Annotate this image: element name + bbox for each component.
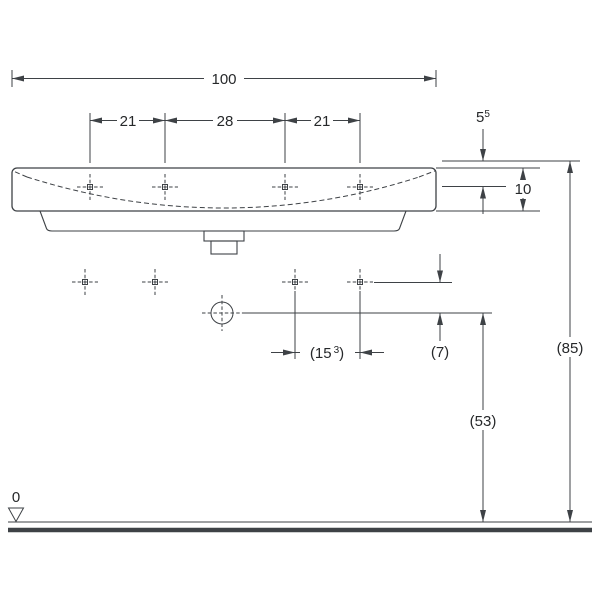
label-mask — [300, 343, 355, 361]
floor-datum: 0 — [7, 489, 592, 533]
dim-front-height: 10 — [510, 168, 536, 211]
dim-label-overall-width: 100 — [211, 71, 236, 88]
fixing-hole-crosshair-icon — [71, 268, 99, 296]
tap-hole-crosshair-icon — [271, 173, 299, 201]
basin-elevation — [11, 167, 437, 255]
label-mask — [311, 112, 333, 129]
dim-trap-height: (53) — [464, 313, 502, 522]
drain-body — [210, 240, 238, 255]
drain-flange — [203, 230, 245, 242]
basin-bowl-hidden-edge — [26, 176, 420, 209]
tap-holes — [76, 173, 374, 201]
fixing-hole-crosshair-icon — [141, 268, 169, 296]
basin-bowl-hidden-edge-left — [11, 170, 28, 178]
datum-zero-label: 0 — [12, 489, 20, 506]
dim-tap-spacings: 21 28 21 — [89, 112, 361, 163]
dim-overall-width: 100 — [11, 69, 437, 88]
basin-outline — [11, 167, 437, 212]
dim-label-fixing-to-trap: (7) — [431, 344, 449, 361]
tap-hole-crosshair-icon — [76, 173, 104, 201]
tap-hole-crosshair-icon — [346, 173, 374, 201]
dim-label-rim-to-taphole: 55 — [476, 109, 490, 126]
label-mask — [117, 112, 139, 129]
dim-label-tap-center: 28 — [217, 113, 234, 130]
dim-label-tap-left: 21 — [120, 113, 137, 130]
right-reference-lines — [436, 160, 580, 212]
dim-rim-height: (85) — [551, 161, 589, 522]
label-mask — [213, 112, 237, 129]
label-mask — [551, 337, 589, 357]
label-mask — [510, 180, 536, 198]
dim-label-front-height: 10 — [515, 181, 532, 198]
datum-triangle-icon — [7, 507, 25, 523]
basin-underside — [39, 210, 407, 232]
dim-label-trap-height: (53) — [470, 413, 497, 430]
label-mask — [464, 410, 502, 430]
trap-centre — [201, 294, 492, 332]
trap-centre-circle-icon — [201, 294, 243, 332]
dim-label-tap-right: 21 — [314, 113, 331, 130]
basin-bowl-hidden-edge-right — [418, 170, 437, 178]
dim-label-rim-height: (85) — [557, 340, 584, 357]
tap-hole-crosshair-icon — [151, 173, 179, 201]
dim-fixing-to-trap: (7) — [374, 254, 452, 361]
dim-rim-to-taphole: 55 — [476, 109, 490, 214]
fixing-holes — [71, 268, 374, 296]
label-mask — [204, 69, 244, 88]
